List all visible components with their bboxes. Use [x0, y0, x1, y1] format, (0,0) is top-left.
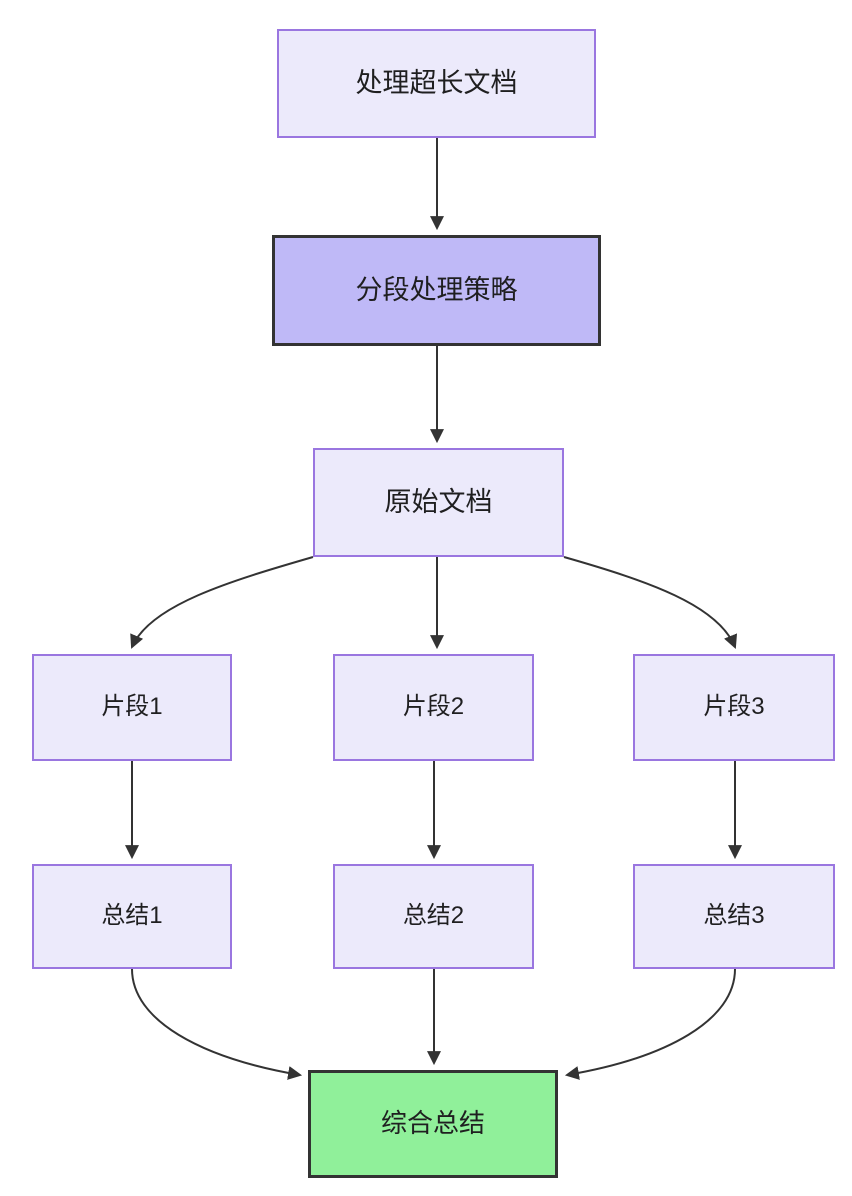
- node-final-summary[interactable]: 综合总结: [308, 1070, 558, 1178]
- node-label: 片段2: [402, 693, 465, 721]
- node-process-long-document[interactable]: 处理超长文档: [277, 29, 596, 138]
- node-label: 片段1: [101, 693, 163, 721]
- node-chunking-strategy[interactable]: 分段处理策略: [272, 235, 601, 346]
- node-label: 处理超长文档: [355, 68, 518, 99]
- edge-source-to-frag3: [563, 556, 738, 649]
- edge-sum3-to-final: [564, 968, 736, 1080]
- node-label: 片段3: [703, 693, 765, 721]
- node-summary-1[interactable]: 总结1: [32, 864, 232, 969]
- edge-sum1-to-final: [131, 968, 303, 1080]
- node-label: 总结1: [101, 902, 163, 930]
- node-summary-3[interactable]: 总结3: [633, 864, 835, 969]
- edge-source-to-frag1: [130, 556, 314, 649]
- node-source-document[interactable]: 原始文档: [313, 448, 564, 557]
- node-label: 总结2: [402, 902, 465, 930]
- node-label: 总结3: [703, 902, 765, 930]
- node-label: 原始文档: [384, 487, 493, 518]
- node-fragment-3[interactable]: 片段3: [633, 654, 835, 761]
- node-label: 综合总结: [380, 1108, 485, 1139]
- node-fragment-2[interactable]: 片段2: [333, 654, 534, 761]
- node-summary-2[interactable]: 总结2: [333, 864, 534, 969]
- node-fragment-1[interactable]: 片段1: [32, 654, 232, 761]
- node-label: 分段处理策略: [355, 275, 518, 306]
